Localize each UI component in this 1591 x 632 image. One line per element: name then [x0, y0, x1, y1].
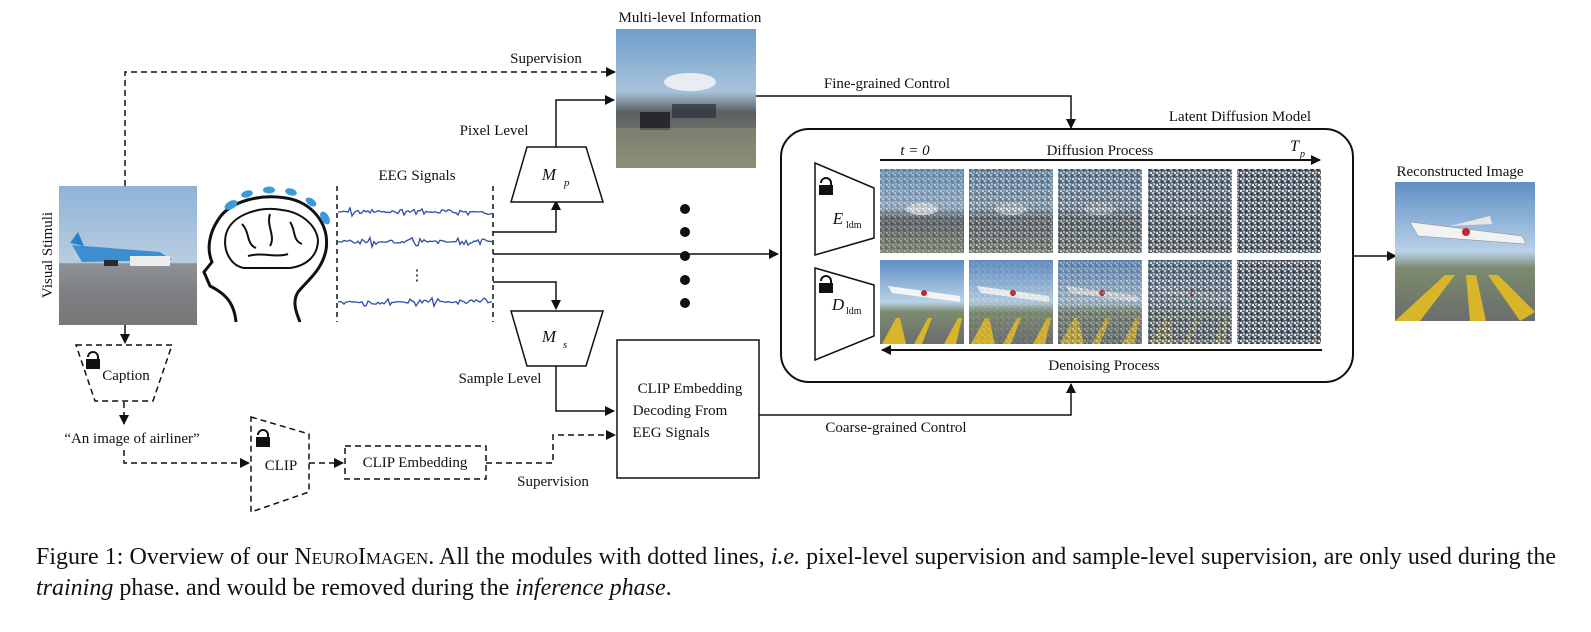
encoder-subscript: ldm [846, 220, 862, 231]
diffusion-frame [1058, 169, 1142, 253]
airplane-icon [70, 232, 172, 266]
ms-to-clip-decoding-arrow [555, 366, 615, 416]
clip-decoding-box [616, 339, 760, 479]
caption-prefix: Figure 1: Overview of our [36, 544, 295, 570]
ms-module-subscript: s [563, 339, 567, 351]
caption-module-label: Caption [102, 368, 150, 384]
eeg-waves [337, 206, 493, 309]
clip-decoding-line3: EEG Signals [632, 425, 709, 441]
diffusion-process-label: Diffusion Process [1047, 143, 1154, 159]
eeg-more-dots: ⋮ [410, 268, 425, 284]
brain-head-icon [202, 195, 329, 323]
text-to-clip-arrow [123, 450, 250, 468]
clip-module [250, 415, 310, 514]
denoising-process-label: Denoising Process [1048, 358, 1159, 374]
coarse-grained-arrow [759, 383, 1076, 416]
ms-module-label: M [541, 327, 557, 346]
lock-icon [256, 429, 270, 447]
eeg-to-mp-arrow [493, 200, 561, 233]
supervision-bottom-label: Supervision [517, 474, 589, 490]
clip-decoding-line1: CLIP Embedding [638, 381, 743, 397]
diffusion-frame [1148, 260, 1232, 344]
diffusion-frame [1148, 169, 1232, 253]
caption-text: “An image of airliner” [64, 431, 199, 447]
airplane-icon [1409, 216, 1527, 245]
diffusion-frame [1237, 169, 1321, 253]
visual-stimuli-label: Visual Stimuli [40, 212, 56, 298]
clip-embedding-label: CLIP Embedding [363, 455, 468, 471]
ldm-title: Latent Diffusion Model [1169, 109, 1311, 125]
caption-part1: . All the modules with dotted lines, [428, 544, 771, 570]
fine-grained-label: Fine-grained Control [824, 76, 950, 92]
mp-module [510, 146, 605, 203]
tp-label: T [1290, 138, 1300, 155]
ms-module [510, 310, 605, 367]
diffusion-frame [880, 260, 964, 344]
eeg-to-ms-arrow [493, 281, 561, 310]
lock-icon [819, 275, 833, 293]
denoising-frames-row [880, 260, 1321, 344]
eeg-electrodes [224, 186, 330, 225]
reconstructed-image [1395, 182, 1535, 321]
decoder-label: D [831, 295, 845, 314]
caption-part4: . [665, 575, 672, 601]
encoder-label: E [832, 209, 844, 228]
ldm-container [780, 128, 1354, 383]
decoder-subscript: ldm [846, 306, 862, 317]
mp-module-subscript: p [563, 177, 570, 189]
diffusion-frame [1058, 260, 1142, 344]
multi-level-info-label: Multi-level Information [619, 10, 762, 26]
diffusion-frame [1237, 260, 1321, 344]
diffusion-frame [969, 169, 1053, 253]
figure-caption: Figure 1: Overview of our NeuroImagen. A… [36, 542, 1556, 604]
caption-inference: inference phase [515, 575, 666, 601]
diffusion-frame [969, 260, 1053, 344]
caption-method-name: NeuroImagen [294, 544, 429, 570]
caption-part2: pixel-level supervision and sample-level… [800, 544, 1556, 570]
caption-module [74, 344, 174, 402]
supervision-top-label: Supervision [510, 51, 582, 67]
eeg-signals-label: EEG Signals [378, 168, 455, 184]
sample-level-label: Sample Level [459, 371, 542, 387]
lock-icon [86, 351, 100, 369]
diffusion-frame [880, 169, 964, 253]
clip-module-label: CLIP [265, 458, 298, 474]
eeg-wave [337, 296, 493, 309]
caption-training: training [36, 575, 114, 601]
mp-module-label: M [541, 165, 557, 184]
caption-part3: phase. and would be removed during the [113, 575, 516, 601]
tp-subscript: p [1299, 149, 1305, 160]
diffusion-frames-row [880, 169, 1321, 253]
clip-decoding-line2: Decoding From [633, 403, 728, 419]
lock-icon [819, 177, 833, 195]
visual-stimuli-image [59, 186, 197, 325]
eeg-wave [338, 206, 493, 218]
supervision-pixel-arrow [124, 67, 616, 186]
supervision-sample-arrow [486, 430, 616, 464]
pixel-level-label: Pixel Level [460, 123, 529, 139]
clip-embedding-box [344, 445, 487, 480]
caption-ie: i.e. [770, 544, 801, 570]
eeg-wave [337, 235, 493, 250]
multi-level-info-image [616, 29, 756, 168]
t0-label: t = 0 [900, 143, 930, 159]
mp-to-multilevel-arrow [555, 95, 615, 147]
coarse-grained-label: Coarse-grained Control [825, 420, 966, 436]
reconstructed-image-label: Reconstructed Image [1396, 164, 1523, 180]
fine-grained-arrow [756, 95, 1076, 129]
ellipsis-dots [680, 204, 690, 308]
